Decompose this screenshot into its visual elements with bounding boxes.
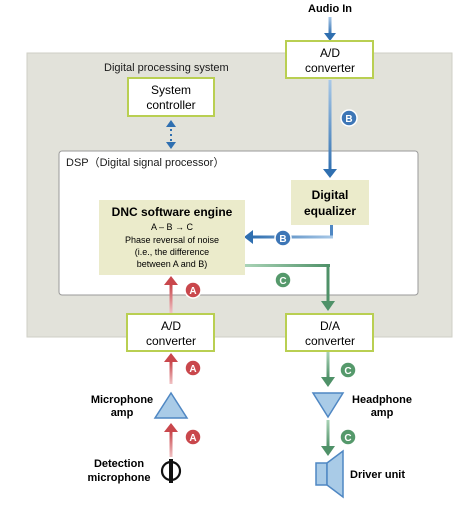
svg-text:A: A bbox=[189, 364, 196, 375]
dnc-description-2: (i.e., the difference bbox=[135, 247, 209, 257]
speaker-icon bbox=[315, 449, 344, 499]
microphone-amp-label-1: Microphone bbox=[91, 394, 153, 406]
microphone-amp-label-2: amp bbox=[111, 407, 134, 419]
da-to-headphone-amp-arrow bbox=[321, 352, 335, 387]
badge-b-top: B bbox=[340, 109, 358, 127]
svg-text:D/A: D/A bbox=[320, 319, 340, 333]
svg-text:System: System bbox=[151, 83, 191, 97]
dnc-to-da-arrow bbox=[245, 264, 335, 311]
equalizer-to-dnc-arrow bbox=[244, 225, 333, 244]
badge-b-middle: B bbox=[274, 229, 292, 247]
svg-text:Digital: Digital bbox=[312, 188, 349, 202]
ad-converter-bottom: A/D converter bbox=[126, 313, 215, 352]
svg-text:A/D: A/D bbox=[161, 319, 181, 333]
digital-equalizer-box: Digital equalizer bbox=[291, 180, 369, 225]
controller-dsp-connector bbox=[166, 120, 176, 149]
svg-text:B: B bbox=[345, 114, 352, 125]
microphone-icon bbox=[160, 459, 182, 483]
svg-text:C: C bbox=[344, 366, 351, 377]
headphone-amp-to-driver-arrow bbox=[321, 420, 335, 456]
mic-to-micamp-arrow bbox=[164, 423, 178, 457]
headphone-amp-triangle-amp-icon bbox=[311, 392, 345, 419]
svg-text:controller: controller bbox=[146, 98, 195, 112]
badge-a-middle: A bbox=[184, 359, 202, 377]
audio-in-line bbox=[328, 17, 332, 35]
ad-to-equalizer-arrowhead bbox=[323, 169, 337, 178]
headphone-amp-label-1: Headphone bbox=[352, 394, 412, 406]
svg-text:converter: converter bbox=[146, 334, 196, 348]
headphone-amp-label-2: amp bbox=[371, 407, 394, 419]
badge-c-middle: C bbox=[274, 271, 292, 289]
svg-text:A/D: A/D bbox=[320, 46, 340, 60]
microphone-amp-triangle-amp-icon bbox=[153, 391, 189, 419]
svg-text:equalizer: equalizer bbox=[304, 204, 356, 218]
micamp-to-ad-arrow bbox=[164, 353, 178, 384]
dnc-software-engine-box: DNC software engine A – B → C Phase reve… bbox=[99, 200, 245, 275]
detection-microphone-label-2: microphone bbox=[88, 472, 151, 484]
svg-text:converter: converter bbox=[305, 334, 355, 348]
ad-bottom-to-dnc-arrow bbox=[164, 276, 178, 313]
ad-converter-top: A/D converter bbox=[285, 40, 374, 79]
ad-to-equalizer-line bbox=[328, 80, 332, 172]
digital-processing-system-label: Digital processing system bbox=[104, 62, 229, 74]
dnc-title: DNC software engine bbox=[112, 205, 233, 219]
svg-text:B: B bbox=[279, 234, 286, 245]
svg-text:converter: converter bbox=[305, 61, 355, 75]
detection-microphone-label-1: Detection bbox=[94, 458, 144, 470]
svg-text:C: C bbox=[344, 433, 351, 444]
badge-c-bottom: C bbox=[339, 428, 357, 446]
badge-a-bottom: A bbox=[184, 428, 202, 446]
svg-text:C: C bbox=[279, 276, 286, 287]
dsp-label: DSP（Digital signal processor） bbox=[66, 156, 224, 169]
dnc-formula: A – B → C bbox=[151, 222, 194, 232]
dnc-description-3: between A and B) bbox=[137, 259, 208, 269]
driver-unit-label: Driver unit bbox=[350, 469, 405, 481]
badge-c-lower: C bbox=[339, 361, 357, 379]
badge-a-top: A bbox=[184, 281, 202, 299]
svg-text:A: A bbox=[189, 433, 196, 444]
da-converter-box: D/A converter bbox=[285, 313, 374, 352]
audio-in-label: Audio In bbox=[308, 3, 352, 15]
audio-in-arrowhead bbox=[324, 33, 336, 41]
svg-text:A: A bbox=[189, 286, 196, 297]
dnc-description-1: Phase reversal of noise bbox=[125, 235, 219, 245]
system-controller-box: System controller bbox=[127, 77, 215, 117]
